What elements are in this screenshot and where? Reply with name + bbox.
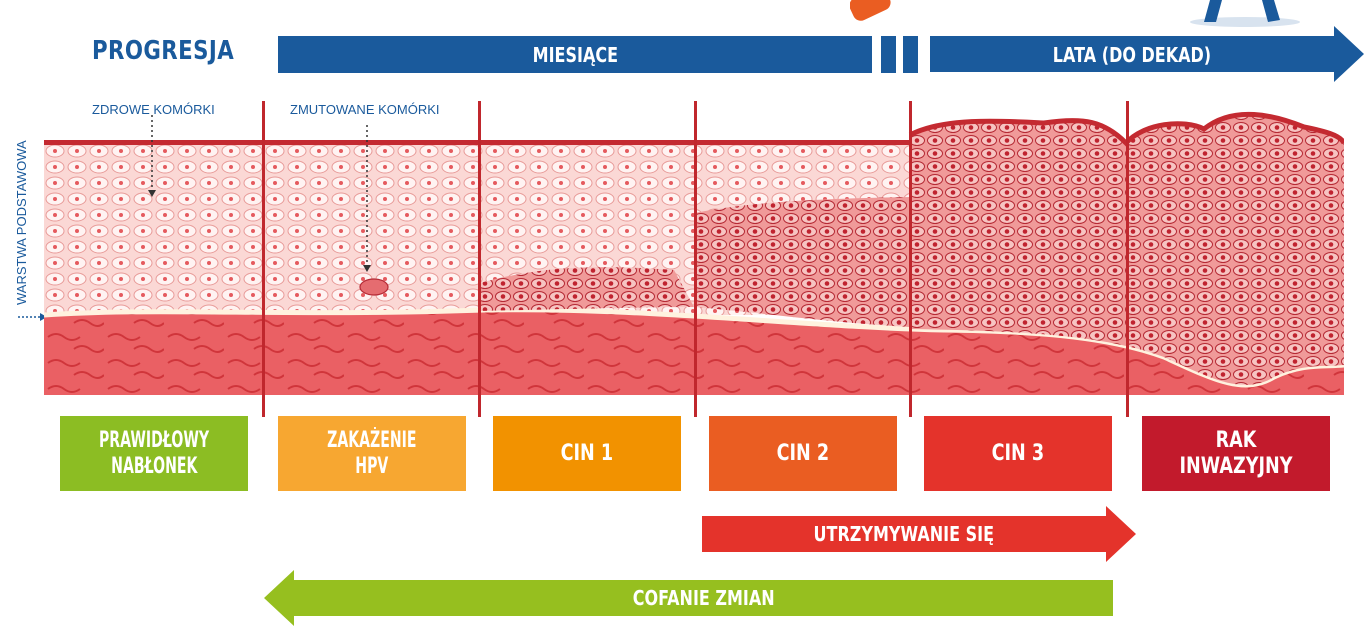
basal-layer-label: WARSTWA PODSTAWOWA	[14, 140, 29, 305]
stage-invasive-label: RAK INWAZYJNY	[1179, 427, 1293, 479]
stage-hpv-line2: HPV	[355, 453, 389, 479]
regression-arrow	[264, 570, 1113, 626]
stage-normal-line2: NABŁONEK	[110, 453, 198, 479]
regression-label-box: COFANIE ZMIAN	[294, 580, 1113, 616]
regression-label: COFANIE ZMIAN	[632, 586, 775, 610]
stage-divider-1	[262, 101, 265, 417]
stage-cin1: CIN 1	[493, 416, 681, 491]
months-label: MIESIĄCE	[532, 42, 618, 67]
months-bar-break-2	[903, 36, 918, 73]
decorative-figure-top	[850, 0, 1300, 27]
healthy-cells-label: ZDROWE KOMÓRKI	[92, 102, 215, 117]
stage-hpv-line1: ZAKAŻENIE	[327, 427, 417, 453]
persistence-label-box: UTRZYMYWANIE SIĘ	[702, 516, 1106, 552]
years-label-box: LATA (DO DEKAD)	[930, 36, 1334, 73]
stage-cin2-label: CIN 2	[776, 440, 830, 466]
basal-layer-pointer	[18, 313, 47, 321]
months-bar-break-1	[881, 36, 896, 73]
stage-normal-line1: PRAWIDŁOWY	[98, 427, 210, 453]
stage-invasive-cancer: RAK INWAZYJNY	[1142, 416, 1330, 491]
mutated-cells-label: ZMUTOWANE KOMÓRKI	[290, 102, 440, 117]
progression-title: PROGRESJA	[92, 36, 235, 66]
years-label: LATA (DO DEKAD)	[1052, 42, 1212, 67]
stage-cin3-label: CIN 3	[991, 440, 1045, 466]
stage-cin1-label: CIN 1	[560, 440, 614, 466]
stage-cin3: CIN 3	[924, 416, 1112, 491]
stage-divider-4	[909, 101, 912, 417]
persistence-label: UTRZYMYWANIE SIĘ	[813, 522, 995, 546]
persistence-arrow	[702, 506, 1136, 562]
years-arrow	[930, 26, 1364, 82]
stage-cin2: CIN 2	[709, 416, 897, 491]
stage-divider-3	[694, 101, 697, 417]
stage-divider-5	[1126, 101, 1129, 417]
stage-divider-2	[478, 101, 481, 417]
months-bar: MIESIĄCE	[278, 36, 872, 73]
